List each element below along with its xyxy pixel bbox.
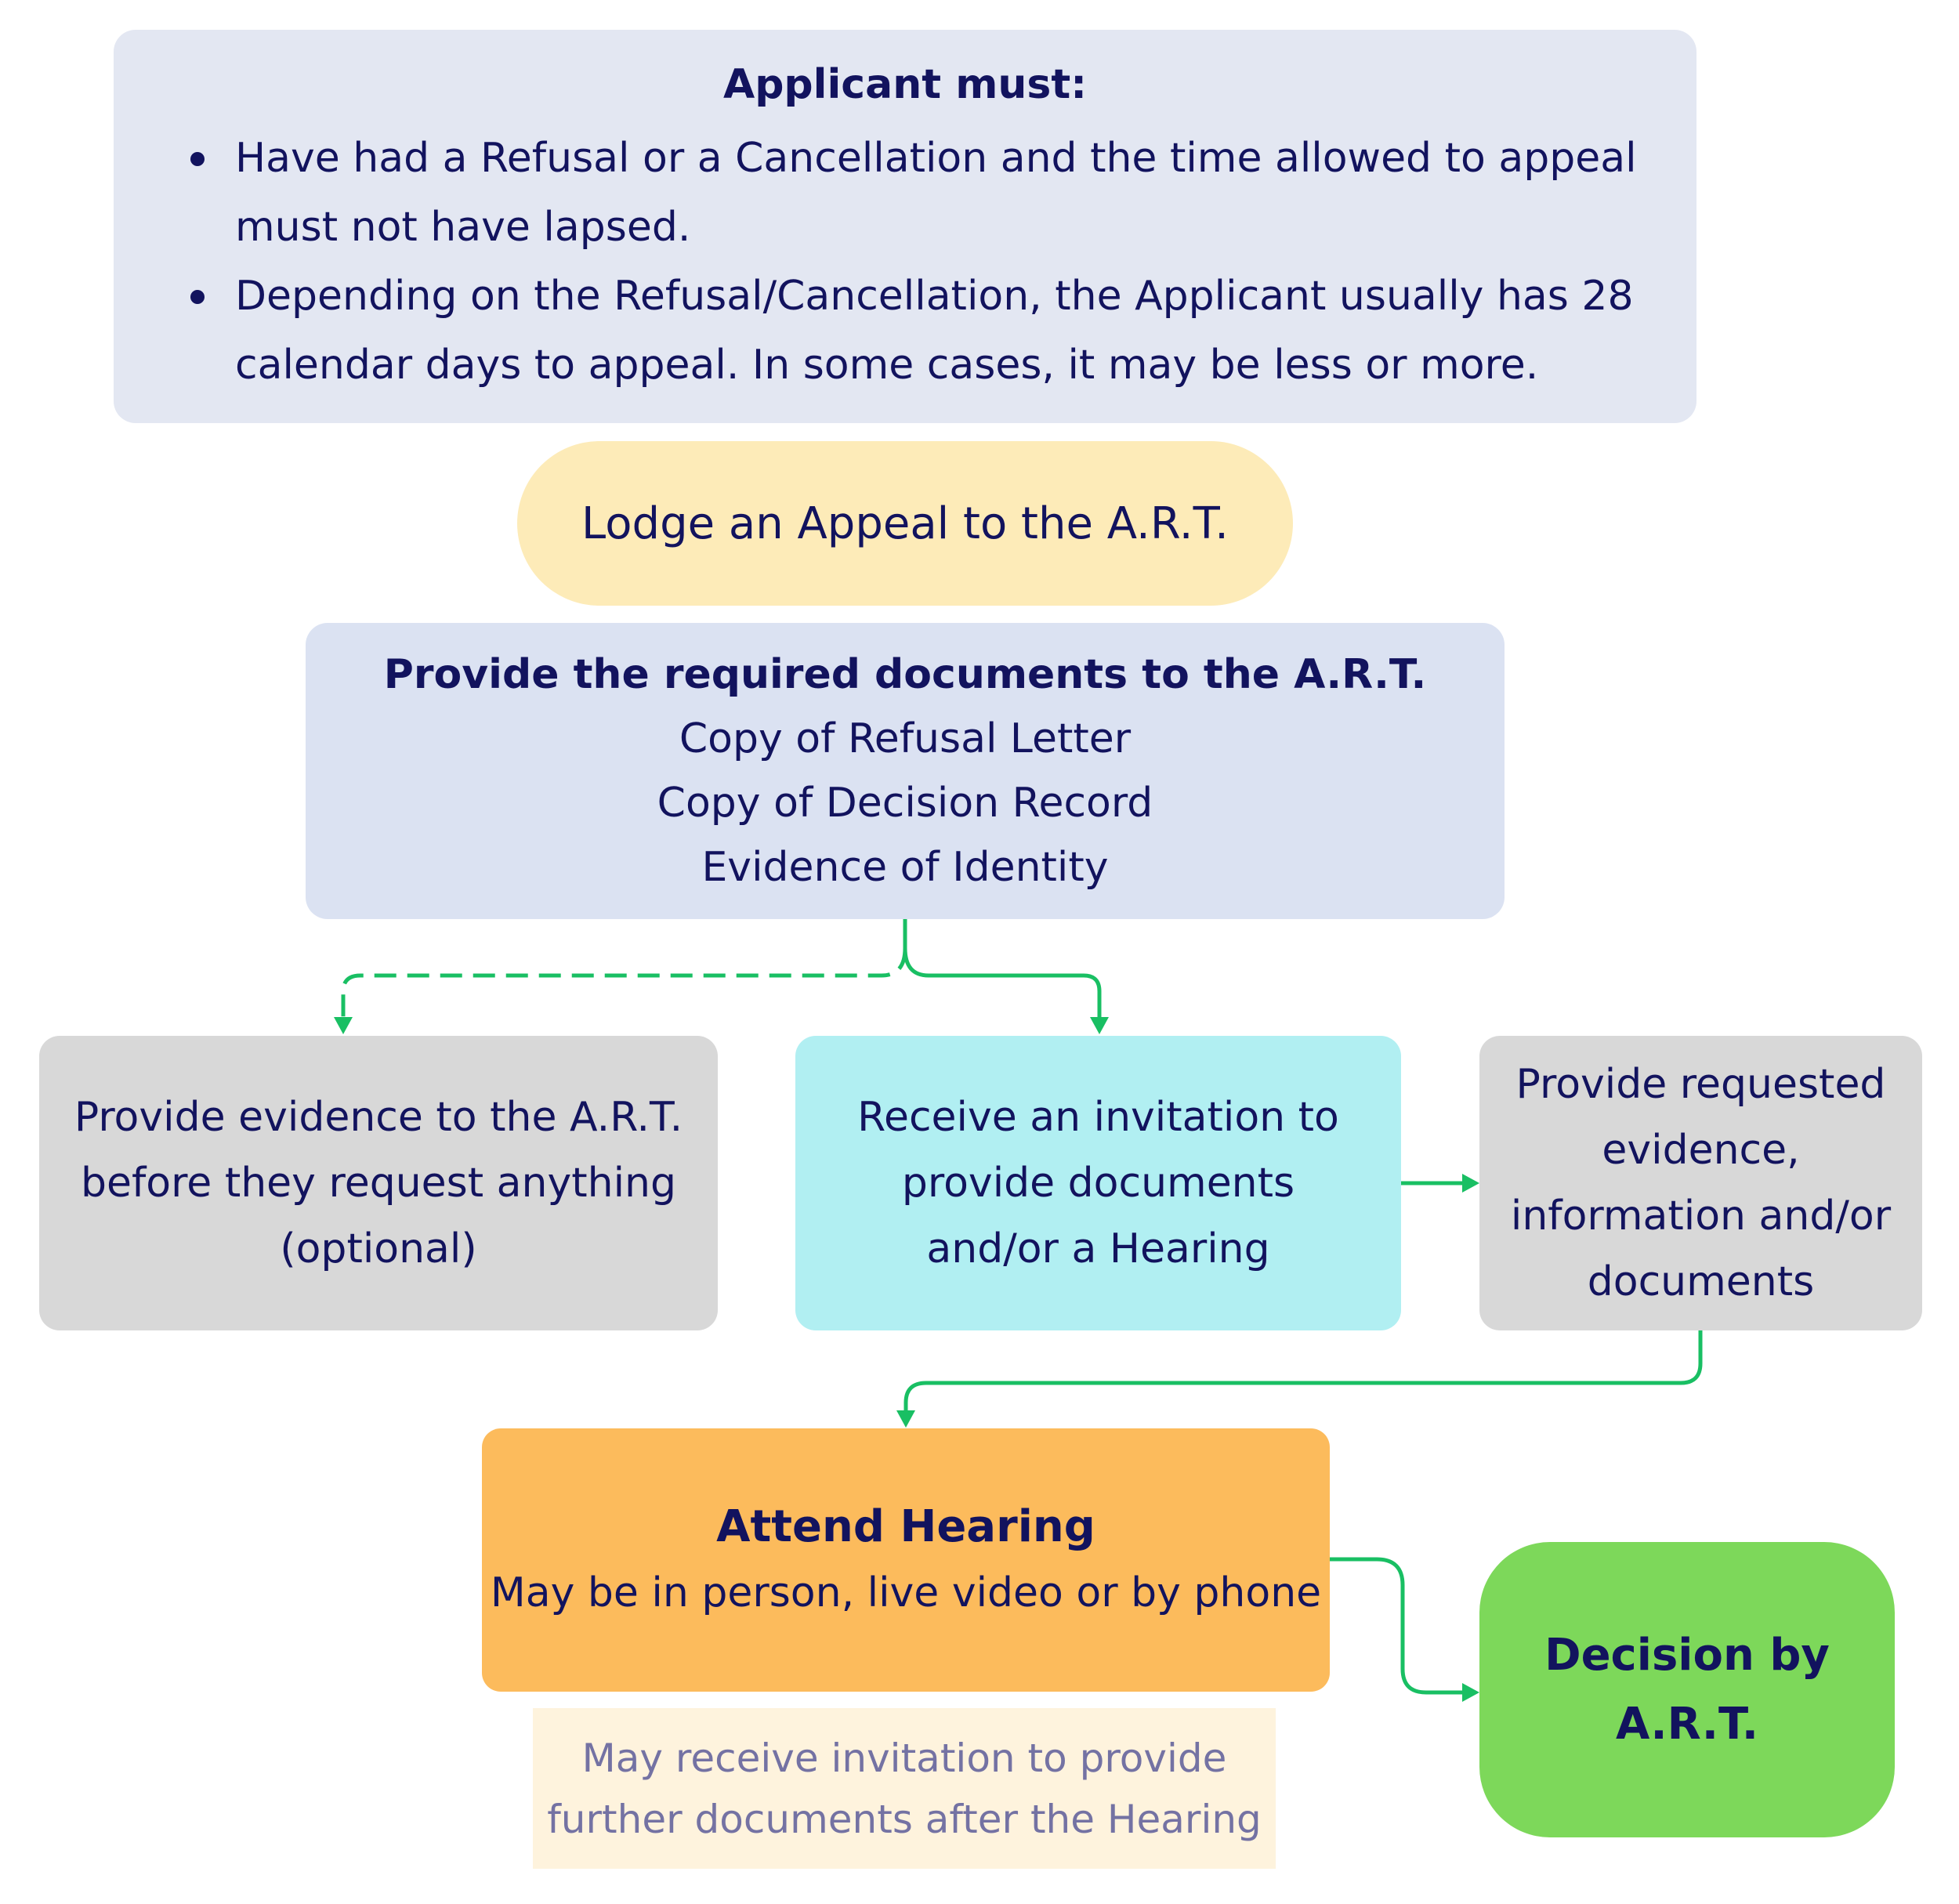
document-item: Evidence of Identity (701, 844, 1109, 891)
requested-evidence-line: documents (1587, 1258, 1815, 1305)
bullet-icon (190, 290, 205, 304)
optional-evidence-line: Provide evidence to the A.R.T. (74, 1094, 683, 1141)
connector-docs-split (903, 919, 1102, 1019)
applicant-bullet-text: Have had a Refusal or a Cancellation and… (235, 135, 1637, 251)
document-item: Copy of Decision Record (657, 780, 1153, 827)
applicant-list: Have had a Refusal or a Cancellation and… (145, 124, 1665, 400)
optional-evidence-step: Provide evidence to the A.R.T. before th… (39, 1036, 718, 1330)
required-documents-title: Provide the required documents to the A.… (383, 651, 1427, 698)
applicant-bullet-text: Depending on the Refusal/Cancellation, t… (235, 273, 1634, 389)
requested-evidence-line: evidence, (1602, 1127, 1800, 1174)
arrow-head-hearing (896, 1410, 915, 1428)
connector-hearing-decision (1330, 1557, 1464, 1695)
document-item: Copy of Refusal Letter (679, 715, 1132, 762)
decision-line: Decision by (1544, 1629, 1830, 1681)
applicant-bullet: Depending on the Refusal/Cancellation, t… (190, 262, 1665, 400)
invitation-step: Receive an invitation to provide documen… (795, 1036, 1401, 1330)
lodge-appeal-step: Lodge an Appeal to the A.R.T. (517, 441, 1293, 606)
requested-evidence-step: Provide requested evidence, information … (1479, 1036, 1922, 1330)
connector-docs-optional-dashed (341, 947, 907, 1019)
attend-hearing-step: Attend Hearing May be in person, live vi… (482, 1428, 1330, 1692)
applicant-title: Applicant must: (722, 61, 1088, 108)
optional-evidence-line: before they request anything (80, 1160, 677, 1207)
note-line: further documents after the Hearing (547, 1796, 1262, 1842)
hearing-title: Attend Hearing (716, 1501, 1095, 1552)
hearing-subtitle: May be in person, live video or by phone (490, 1569, 1322, 1616)
post-hearing-note: May receive invitation to provide furthe… (533, 1708, 1276, 1869)
arrow-head-decision (1462, 1683, 1479, 1702)
decision-step: Decision by A.R.T. (1479, 1542, 1895, 1837)
requested-evidence-line: Provide requested (1515, 1061, 1886, 1108)
arrow-head-optional (334, 1017, 353, 1034)
requested-evidence-line: information and/or (1510, 1193, 1892, 1240)
invitation-line: and/or a Hearing (926, 1225, 1270, 1272)
note-line: May receive invitation to provide (581, 1735, 1227, 1781)
arrow-head-invite (1090, 1017, 1109, 1034)
decision-line: A.R.T. (1615, 1698, 1759, 1750)
bullet-icon (190, 152, 205, 166)
applicant-bullet: Have had a Refusal or a Cancellation and… (190, 124, 1665, 262)
invitation-line: Receive an invitation to (857, 1094, 1339, 1141)
arrow-head-requested (1462, 1174, 1479, 1193)
optional-evidence-line: (optional) (280, 1225, 477, 1272)
required-documents-step: Provide the required documents to the A.… (306, 623, 1505, 919)
applicant-requirements-box: Applicant must: Have had a Refusal or a … (114, 30, 1696, 423)
invitation-line: provide documents (901, 1160, 1295, 1207)
lodge-appeal-label: Lodge an Appeal to the A.R.T. (581, 498, 1229, 549)
connector-requested-hearing (903, 1330, 1703, 1410)
